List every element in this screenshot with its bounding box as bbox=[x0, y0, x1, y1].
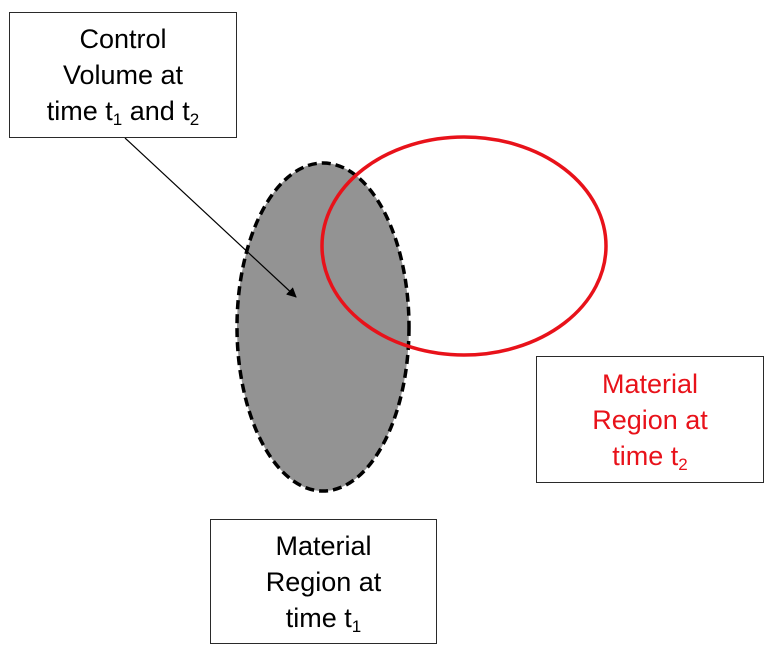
control-volume-label-sub2: 2 bbox=[189, 110, 200, 129]
material-t2-label-line3: time t2 bbox=[612, 438, 687, 474]
material-t1-label-line2: Region at bbox=[265, 566, 382, 597]
control-volume-label-and: and t bbox=[122, 96, 190, 126]
control-volume-ellipse bbox=[235, 161, 411, 493]
material-t2-label-line2: Region at bbox=[592, 404, 708, 435]
material-t2-label-line1: Material bbox=[601, 368, 699, 399]
material-t1-label-time-prefix: time t bbox=[285, 602, 352, 633]
material-t1-label-sub: 1 bbox=[351, 616, 362, 636]
material-region-t1-label-box: Material Region at time t1 bbox=[210, 519, 437, 644]
control-volume-label-line1: Control bbox=[79, 24, 167, 54]
material-t2-label-time-prefix: time t bbox=[612, 440, 679, 471]
control-volume-label-line2: Volume at bbox=[62, 60, 184, 90]
pointer-arrow bbox=[124, 137, 297, 298]
control-volume-label-sub1: 1 bbox=[112, 110, 123, 129]
control-volume-label-box: Control Volume at time t1 and t2 bbox=[9, 12, 237, 138]
material-t2-label-sub: 2 bbox=[678, 454, 688, 474]
control-volume-label-line3: time t1 and t2 bbox=[47, 93, 200, 129]
material-region-t2-ellipse bbox=[320, 135, 608, 357]
material-t1-label-line1: Material bbox=[275, 530, 372, 561]
control-volume-label-time-prefix: time t bbox=[46, 96, 113, 126]
material-t1-label-line3: time t1 bbox=[286, 600, 361, 636]
material-region-t2-label-box: Material Region at time t2 bbox=[536, 356, 764, 483]
